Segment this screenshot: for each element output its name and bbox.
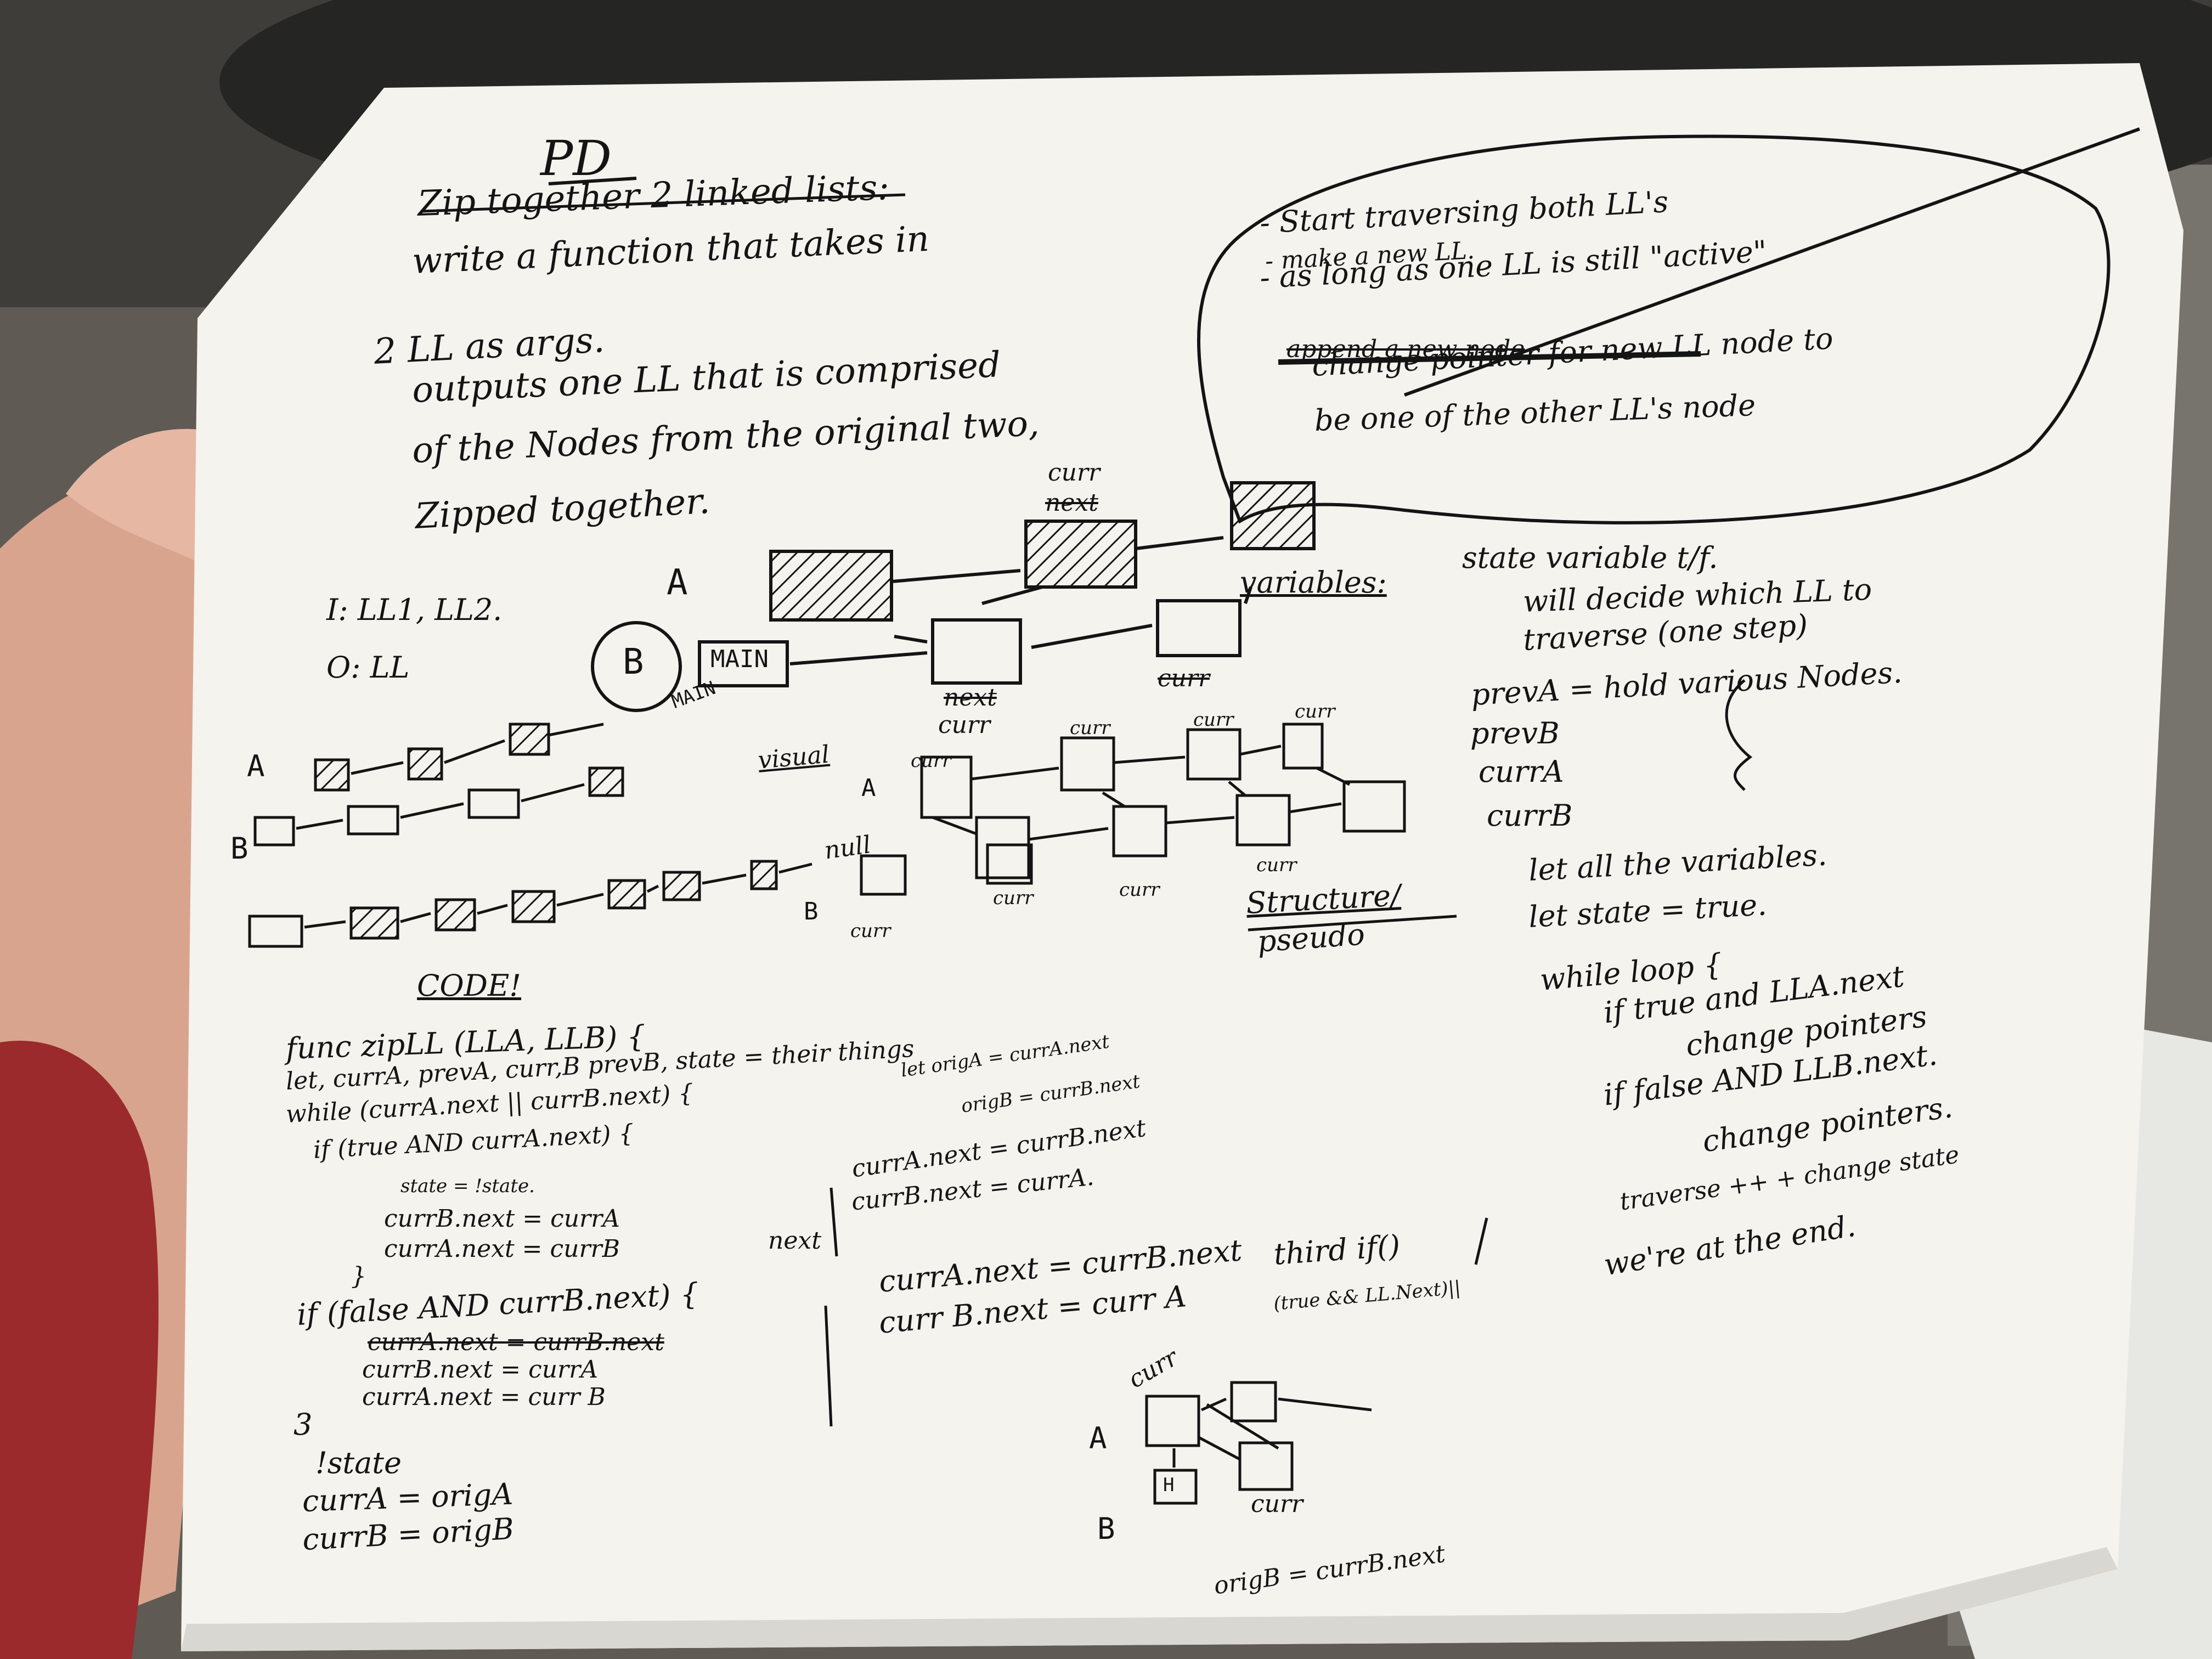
visual-curr-1: curr — [1070, 717, 1110, 739]
var-currA: currA — [1479, 754, 1564, 789]
node-box — [698, 640, 789, 687]
code-line-11: currB.next = currA — [362, 1356, 598, 1384]
var-prevB: prevB — [1470, 716, 1560, 751]
sleeve — [0, 1040, 159, 1659]
node-box — [769, 550, 893, 622]
lists-left — [248, 723, 812, 948]
visual-curr-4: curr — [993, 887, 1034, 909]
page-title: PD — [540, 130, 612, 187]
curr-label-top: curr — [1048, 459, 1101, 487]
structure-heading: Structure/ — [1245, 878, 1402, 921]
struck-next: next — [768, 1227, 821, 1255]
visual-curr-2: curr — [1193, 709, 1234, 731]
heading-underline — [422, 193, 906, 213]
code-line-6: currB.next = currA — [384, 1205, 620, 1233]
node-label-a: A — [667, 562, 688, 603]
visual-curr-8: curr — [911, 750, 951, 772]
bubble-strike — [1278, 351, 1701, 365]
code-line-12: currA.next = curr B — [362, 1383, 606, 1411]
brace-right — [1725, 679, 1753, 791]
structure-underline — [1248, 915, 1457, 932]
paper-shadow-edge — [181, 1547, 2118, 1651]
visual-curr-6: curr — [1256, 854, 1297, 876]
input-label: I: LL1, LL2. — [326, 592, 503, 627]
code-line-14: !state — [315, 1446, 402, 1480]
node-circle — [591, 621, 682, 712]
visual-curr-7: curr — [850, 920, 891, 942]
bottom-curr-2: curr — [1251, 1490, 1304, 1518]
list-label-b: B — [230, 831, 249, 866]
visual-curr-5: curr — [1119, 879, 1160, 901]
diagram-top — [591, 481, 1316, 712]
node-label-b: B — [623, 642, 644, 682]
visual-label-b: B — [804, 898, 819, 926]
code-divider — [824, 1187, 1488, 1427]
visual-curr-3: curr — [1295, 701, 1335, 723]
code-line-5: state = !state. — [400, 1175, 535, 1197]
bottom-a: A — [1089, 1421, 1107, 1455]
visual-diagram — [860, 723, 1406, 896]
bubble-line-4: append a new node — [1286, 335, 1525, 363]
null-label: null — [822, 831, 873, 865]
curr-label-mid: curr — [938, 711, 991, 739]
var-currB: currB — [1487, 798, 1573, 833]
title-underline — [548, 177, 637, 185]
list-label-a: A — [247, 749, 265, 783]
visual-label: visual — [757, 740, 831, 775]
bubble-slash — [1403, 127, 2141, 397]
visual-label-a: A — [861, 774, 876, 802]
structure-sub: pseudo — [1256, 917, 1366, 959]
thought-bubble — [1197, 134, 2111, 524]
next-label-top: next — [1045, 489, 1098, 517]
bottom-diagram — [1145, 1381, 1372, 1505]
curr-label-mid-2: curr — [1158, 664, 1210, 692]
main-label: MAIN — [710, 645, 769, 673]
code-line-15: currA = origA — [301, 1476, 514, 1519]
node-box — [1156, 599, 1242, 657]
bottom-b: B — [1097, 1511, 1115, 1546]
bottom-h: H — [1163, 1474, 1175, 1496]
code-line-13: 3 — [294, 1407, 313, 1442]
output-label: O: LL — [326, 650, 410, 685]
code-line-8: } — [351, 1262, 366, 1290]
node-box — [1230, 481, 1316, 550]
code-line-7: currA.next = currB — [384, 1235, 620, 1263]
state-variable: state variable t/f. — [1462, 540, 1718, 575]
next-label-mid: next — [944, 684, 997, 712]
variables-heading: variables: — [1240, 565, 1387, 600]
third-if: third if() — [1272, 1228, 1402, 1272]
node-box — [931, 618, 1022, 685]
node-box — [1024, 520, 1137, 589]
code-heading: CODE! — [417, 968, 522, 1003]
paper-sheet — [181, 63, 2183, 1651]
code-line-10: currA.next = currB.next — [368, 1328, 664, 1356]
